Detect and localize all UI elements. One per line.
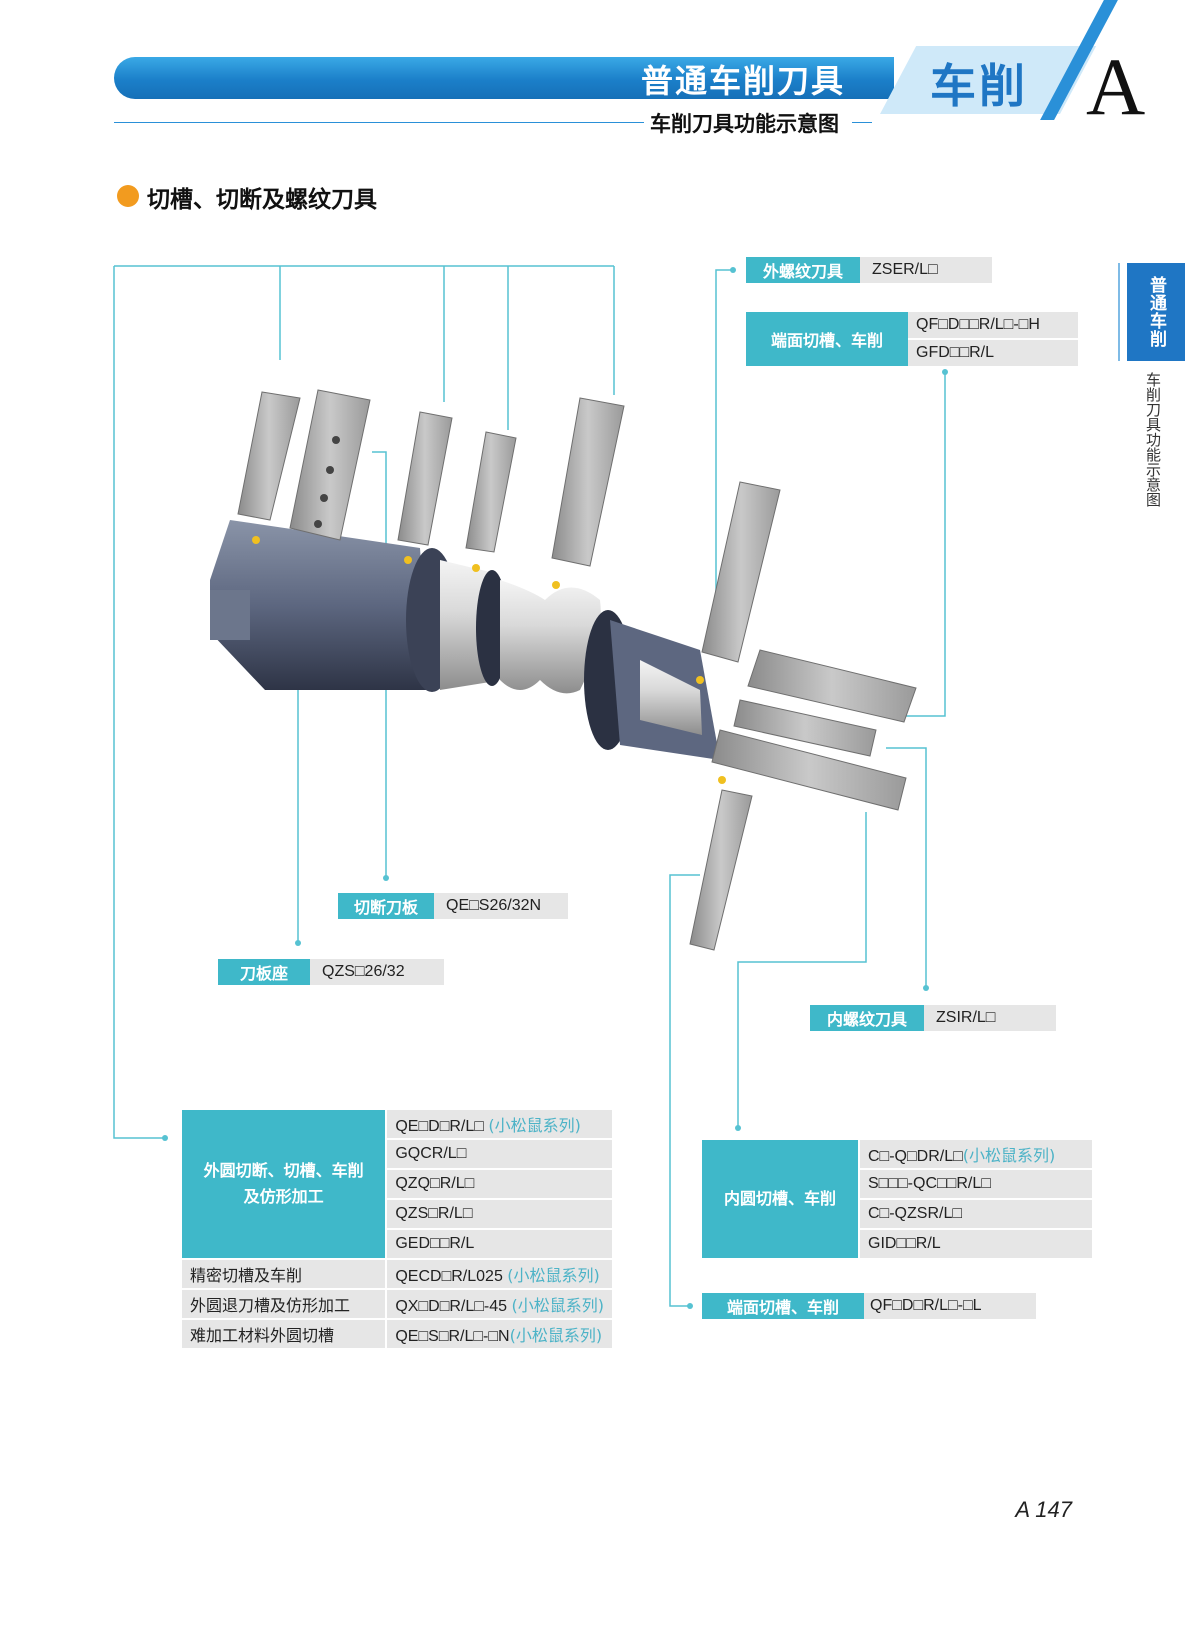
ext-code: QECD□R/L025 [395,1268,503,1285]
int-thread-value: ZSIR/L□ [924,1005,1056,1031]
ext-group-cell: GQCR/L□ [385,1138,614,1170]
int-group-label: 内圆切槽、车削 [700,1138,860,1260]
table-row: QZS□R/L□ [181,1198,614,1230]
header-title: 普通车削刀具 [640,62,845,100]
int-thread-key: 内螺纹刀具 [810,1005,924,1031]
leader-lines [113,265,946,1307]
face-groove-top-value-2: GFD□□R/L [908,340,1078,368]
ext-series: (小松鼠系列) [509,1326,603,1345]
external-tools [237,389,625,567]
face-groove-bottom-key: 端面切槽、车削 [702,1293,864,1319]
ext-thread-value: ZSER/L□ [860,257,992,283]
header-rule [114,122,644,123]
internal-tools [689,481,917,951]
ext-code: QE□D□R/L□ [395,1118,484,1135]
int-row-cell: C□-QZSR/L□ [858,1198,1094,1230]
ext-code: GQCR/L□ [395,1145,467,1162]
blade-holder-key: 刀板座 [218,959,310,985]
header-bar [114,57,894,99]
blade-holder-value: QZS□26/32 [310,959,444,985]
int-code: S□□□-QC□□R/L□ [868,1175,991,1192]
ext-row-cell: QX□D□R/L□-45 (小松鼠系列) [385,1288,614,1320]
side-tab[interactable]: 普通车削 [1127,263,1185,361]
ext-thread-key: 外螺纹刀具 [746,257,860,283]
table-row: C□-QZSR/L□ [701,1198,1094,1230]
table-row: 难加工材料外圆切槽 QE□S□R/L□-□N(小松鼠系列) [179,1318,614,1350]
side-tab-subtitle: 车削刀具功能示意图 [1144,372,1162,507]
face-groove-bottom-label: 端面切槽、车削 QF□D□R/L□-□L [702,1293,1036,1319]
page-number: A 147 [1015,1497,1072,1522]
ext-thread-label: 外螺纹刀具 ZSER/L□ [746,257,992,283]
table-row: QZQ□R/L□ [181,1168,614,1200]
face-groove-top-key: 端面切槽、车削 [746,312,908,366]
ext-series: (小松鼠系列) [507,1266,600,1285]
face-groove-top-label: 端面切槽、车削 QF□D□□R/L□-□H GFD□□R/L [746,312,1078,368]
table-row: S□□□-QC□□R/L□ [701,1168,1094,1200]
ext-code: QE□S□R/L□-□N [395,1328,510,1345]
int-row-cell: GID□□R/L [858,1228,1094,1260]
int-code: GID□□R/L [868,1235,941,1252]
ext-group-label: 外圆切断、切槽、车削及仿形加工 [179,1108,388,1260]
table-row: 外圆切断、切槽、车削及仿形加工 QE□D□R/L□ (小松鼠系列) [179,1108,614,1260]
table-row: GID□□R/L [701,1228,1094,1260]
header-section: 车削 [930,59,1028,113]
ext-row-cell: QE□S□R/L□-□N(小松鼠系列) [385,1318,614,1350]
ext-code: QZQ□R/L□ [395,1175,475,1192]
ext-group-cell: QZQ□R/L□ [385,1168,614,1200]
table-row: 精密切槽及车削 QECD□R/L025 (小松鼠系列) [179,1258,614,1290]
bullet-icon [117,185,139,207]
ext-row-label: 精密切槽及车削 [179,1258,388,1290]
int-row-cell: S□□□-QC□□R/L□ [858,1168,1094,1200]
header-rule-end [852,122,872,123]
int-grooving-table: 内圆切槽、车削 C□-Q□DR/L□(小松鼠系列) S□□□-QC□□R/L□ … [700,1138,1094,1260]
side-tab-rule [1118,263,1120,361]
ext-series: (小松鼠系列) [511,1296,605,1315]
ext-code: QX□D□R/L□-45 [395,1298,508,1315]
ext-series: (小松鼠系列) [488,1116,581,1135]
ext-group-cell: QZS□R/L□ [385,1198,614,1230]
ext-group-cell: QE□D□R/L□ (小松鼠系列) [385,1108,614,1140]
ext-group-cell: GED□□R/L [385,1228,614,1260]
cutoff-blade-key: 切断刀板 [338,893,434,919]
section-title: 切槽、切断及螺纹刀具 [147,187,377,213]
table-row: GQCR/L□ [181,1138,614,1170]
cutoff-blade-value: QE□S26/32N [434,893,568,919]
int-code: C□-QZSR/L□ [868,1205,962,1222]
ext-code: QZS□R/L□ [395,1205,473,1222]
int-row-cell: C□-Q□DR/L□(小松鼠系列) [858,1138,1094,1170]
blade-holder-label: 刀板座 QZS□26/32 [218,959,444,985]
ext-row-cell: QECD□R/L025 (小松鼠系列) [385,1258,614,1290]
int-series: (小松鼠系列) [962,1146,1056,1165]
int-thread-label: 内螺纹刀具 ZSIR/L□ [810,1005,1056,1031]
header-letter: A [1086,41,1146,132]
ext-row-label: 外圆退刀槽及仿形加工 [179,1288,388,1320]
face-groove-top-value-1: QF□D□□R/L□-□H [908,312,1078,340]
table-row: GED□□R/L [181,1228,614,1260]
ext-grooving-table: 外圆切断、切槽、车削及仿形加工 QE□D□R/L□ (小松鼠系列) GQCR/L… [179,1108,614,1350]
ext-code: GED□□R/L [395,1235,475,1252]
face-groove-bottom-value: QF□D□R/L□-□L [864,1293,1036,1319]
header-subtitle: 车削刀具功能示意图 [650,112,839,136]
cutoff-blade-label: 切断刀板 QE□S26/32N [338,893,568,919]
int-code: C□-Q□DR/L□ [868,1148,963,1165]
workpiece-body [210,520,720,760]
table-row: 外圆退刀槽及仿形加工 QX□D□R/L□-45 (小松鼠系列) [179,1288,614,1320]
table-row: 内圆切槽、车削 C□-Q□DR/L□(小松鼠系列) [700,1138,1094,1260]
ext-row-label: 难加工材料外圆切槽 [179,1318,388,1350]
